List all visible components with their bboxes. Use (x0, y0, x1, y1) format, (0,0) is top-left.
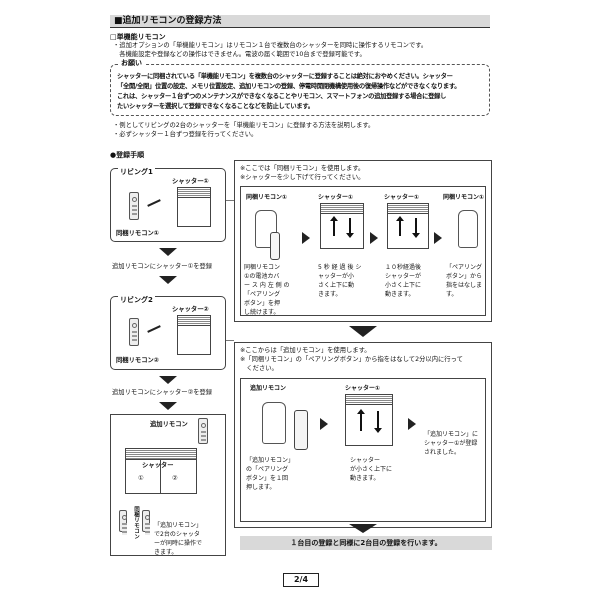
intro-line-2: 各機能設定や登録などの操作はできません。電波の届く範囲で10台まで登録可能です。 (113, 51, 366, 58)
p2-c2-0: シャッター (350, 457, 381, 464)
living1-title: リビング1 (118, 167, 155, 177)
notice-line-4: たいシャッターを選択して登録できなくなることなどを防止しています。 (117, 103, 314, 110)
p1-c2-1: ャッターが小 (318, 273, 355, 280)
p1-c2-3: きます。 (318, 291, 342, 298)
p2-remote-label: 追加リモコン (250, 385, 287, 392)
p1-c4-3: す。 (446, 291, 458, 298)
shutter2-icon (177, 315, 211, 355)
p1-c1-1: ①の電池カバ (244, 273, 280, 280)
notice-line-1: シャッターに同梱されている「単機能リモコン」を複数台のシャッターに登録することは… (117, 73, 453, 80)
p2-c3-2: されました。 (424, 449, 461, 456)
p1-c2-0: 5 秒 経 過 後 シ (318, 264, 362, 271)
panel2-note-2: ※「同梱リモコン」の「ペアリングボタン」から指をはなして2分以内に行って (240, 356, 463, 363)
shutter-move-icon (345, 394, 393, 446)
panel2-note-3: ください。 (240, 365, 278, 372)
down-arrow-icon (159, 248, 177, 256)
result-caption-line-3: ーが同時に操作で (154, 540, 203, 547)
p2-c1-0: 「追加リモコン」 (246, 457, 295, 464)
p1-c3-0: １０秒経過後 (385, 264, 422, 271)
down-arrow-icon (159, 276, 177, 284)
living2-title: リビング2 (118, 295, 155, 305)
connector-line (226, 340, 234, 341)
p1-shutter-label-1: シャッター① (318, 194, 354, 201)
add-remote-device-icon (294, 410, 308, 450)
result-caption-line-2: で2台のシャッタ (154, 531, 200, 538)
p1-remote-label: 同梱リモコン① (246, 194, 288, 201)
section-header: ■追加リモコンの登録方法 (110, 15, 490, 28)
battery-icon (270, 232, 280, 260)
p1-c1-3: 「ペアリング (244, 291, 281, 298)
remote2-icon (129, 318, 139, 346)
p1-c3-3: 動きます。 (385, 291, 415, 298)
p1-c3-2: 小さく上下に (385, 282, 422, 289)
hand-add-remote-icon (262, 402, 286, 444)
p2-shutter-label: シャッター① (345, 385, 381, 392)
result-shutter-label: シャッター (142, 462, 174, 469)
panel1-note-1: ※ここでは「同梱リモコン」を使用します。 (240, 165, 365, 172)
left-step1: 追加リモコンにシャッター①を登録 (112, 263, 213, 270)
intro-line-1: ・追加オプションの「単機能リモコン」はリモコン１台で複数台のシャッターを同時に操… (113, 42, 428, 49)
p1-c1-4: ボタン」を押 (244, 300, 281, 307)
down-arrow-icon (349, 524, 377, 533)
connector-line (226, 200, 234, 201)
shutter-move-icon (320, 203, 364, 249)
note-line-1: ・例としてリビングの2台のシャッターを「単機能リモコン」に登録する方法を説明しま… (113, 122, 375, 129)
p1-shutter-label-2: シャッター① (384, 194, 420, 201)
living2-shutter-label: シャッター② (172, 306, 209, 313)
p1-c3-1: シャッターが (385, 273, 422, 280)
shutter1-icon (177, 187, 211, 227)
down-arrow-icon (349, 326, 377, 337)
down-arrow-icon (159, 402, 177, 410)
shutter-move-icon (387, 203, 429, 249)
remote1-icon (129, 192, 139, 220)
p1-c1-2: ー ス 内 左 側 の (244, 282, 290, 289)
subsection-title: □単機能リモコン (110, 33, 166, 41)
right-arrow-icon (302, 232, 310, 244)
notice-box (110, 64, 490, 116)
result-caption-line-1: 「追加リモコン」 (154, 522, 203, 529)
left-step2: 追加リモコンにシャッター②を登録 (112, 389, 213, 396)
note-line-2: ・必ずシャッター１台ずつ登録を行ってください。 (113, 131, 258, 138)
remote2-small-icon (142, 510, 150, 535)
living1-shutter-label: シャッター① (172, 178, 209, 185)
p2-c1-1: の「ペアリング (246, 466, 289, 473)
add-remote-icon (198, 418, 208, 444)
result-add-remote-label: 追加リモコン (150, 421, 188, 428)
p2-c3-0: 「追加リモコン」に (424, 431, 479, 438)
result-num-2: ② (172, 475, 178, 482)
right-arrow-icon (434, 232, 442, 244)
notice-line-3: これは、シャッター１台ずつのメンテナンスができなくなることやリモコン、スマートフ… (117, 93, 447, 100)
result-caption-line-4: きます。 (154, 549, 178, 556)
p2-c2-1: が小さく上下に (350, 466, 393, 473)
hand-release-icon (458, 210, 478, 248)
p1-remote-label-2: 同梱リモコン① (443, 194, 485, 201)
remote1-small-icon (119, 510, 127, 535)
p1-c4-0: 「ペアリング (446, 264, 483, 271)
procedure-title: ●登録手順 (110, 151, 145, 159)
p1-c4-2: 指をはなしま (446, 282, 483, 289)
p1-c1-0: 同梱リモコン (244, 264, 281, 271)
right-arrow-icon (370, 232, 378, 244)
p2-c3-1: シャッター①が登録 (424, 440, 478, 447)
p2-c1-3: 押します。 (246, 484, 276, 491)
result-num-1: ① (138, 475, 144, 482)
p1-c2-2: さく上下に動 (318, 282, 355, 289)
notice-title: お願い (118, 58, 145, 68)
p2-c1-2: ボタン」を１回 (246, 475, 289, 482)
final-instruction: １台目の登録と同様に2台目の登録を行います。 (240, 536, 492, 550)
remote-vertical-label-1: 同梱リモコン (133, 506, 139, 539)
right-arrow-icon (408, 418, 416, 430)
result-shutters-icon (125, 448, 197, 494)
p1-c1-5: し続けます。 (244, 309, 280, 316)
panel1-note-2: ※シャッターを少し下げて行ってください。 (240, 174, 365, 181)
down-arrow-icon (159, 376, 177, 384)
p1-c4-1: ボタン」から (446, 273, 483, 280)
right-arrow-icon (320, 418, 328, 430)
living2-remote-label: 同梱リモコン② (116, 357, 160, 364)
p2-c2-2: 動きます。 (350, 475, 380, 482)
notice-line-2: 「全開/全閉」位置の設定、メモリ位置設定、追加リモコンの登録、停電時開閉機構使用… (117, 83, 461, 90)
living1-remote-label: 同梱リモコン① (116, 230, 160, 237)
page-number: 2/4 (283, 573, 319, 587)
panel2-note-1: ※ここからは「追加リモコン」を使用します。 (240, 347, 371, 354)
